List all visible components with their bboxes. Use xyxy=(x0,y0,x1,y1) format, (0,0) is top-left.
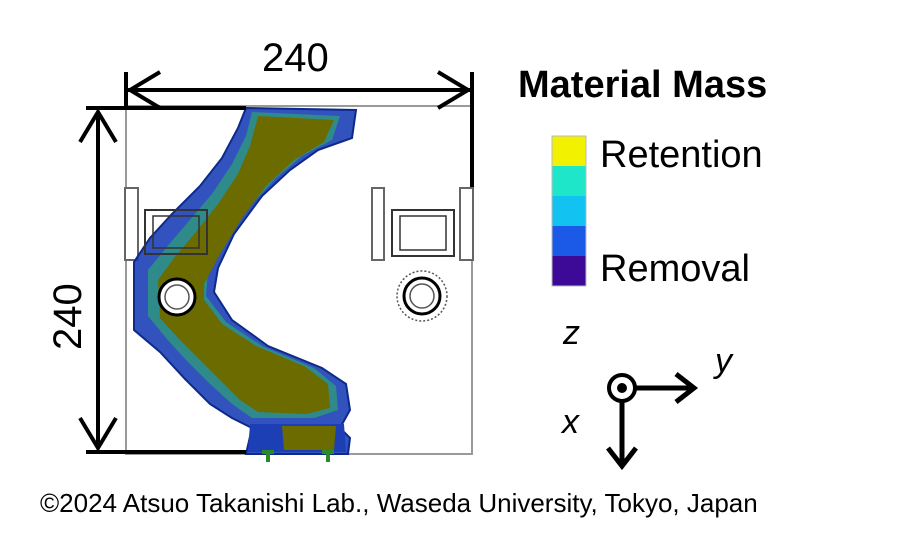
rect-pocket-left xyxy=(144,209,208,255)
height-dimension xyxy=(78,108,246,454)
legend-title: Material Mass xyxy=(518,64,768,106)
z-axis-label: z xyxy=(563,314,580,352)
support-markers xyxy=(262,450,334,462)
legend-swatch-2 xyxy=(552,166,586,196)
legend-swatch-retention xyxy=(552,136,586,166)
material-distribution xyxy=(133,106,358,455)
copyright-footer: ©2024 Atsuo Takanishi Lab., Waseda Unive… xyxy=(40,488,758,518)
coordinate-axes xyxy=(606,372,699,471)
height-dimension-label: 240 xyxy=(46,283,90,350)
out-of-plane-circle-icon xyxy=(607,373,637,403)
legend-label-removal: Removal xyxy=(600,248,750,290)
side-tabs xyxy=(124,187,474,261)
hole-left xyxy=(157,277,197,317)
hole-right xyxy=(396,270,448,322)
y-axis-arrow-icon xyxy=(636,372,699,404)
legend-label-retention: Retention xyxy=(600,134,763,176)
retained-material-region xyxy=(158,116,334,414)
y-axis-label: y xyxy=(715,342,732,380)
legend-swatch-4 xyxy=(552,226,586,256)
width-dimension xyxy=(86,70,474,110)
rect-pocket-right xyxy=(391,209,455,257)
x-axis-label: x xyxy=(562,403,579,441)
legend-colorbar xyxy=(551,135,587,287)
width-dimension-label: 240 xyxy=(262,36,329,80)
legend-swatch-3 xyxy=(552,196,586,226)
legend-swatch-removal xyxy=(552,256,586,286)
x-axis-arrow-icon xyxy=(606,402,638,471)
